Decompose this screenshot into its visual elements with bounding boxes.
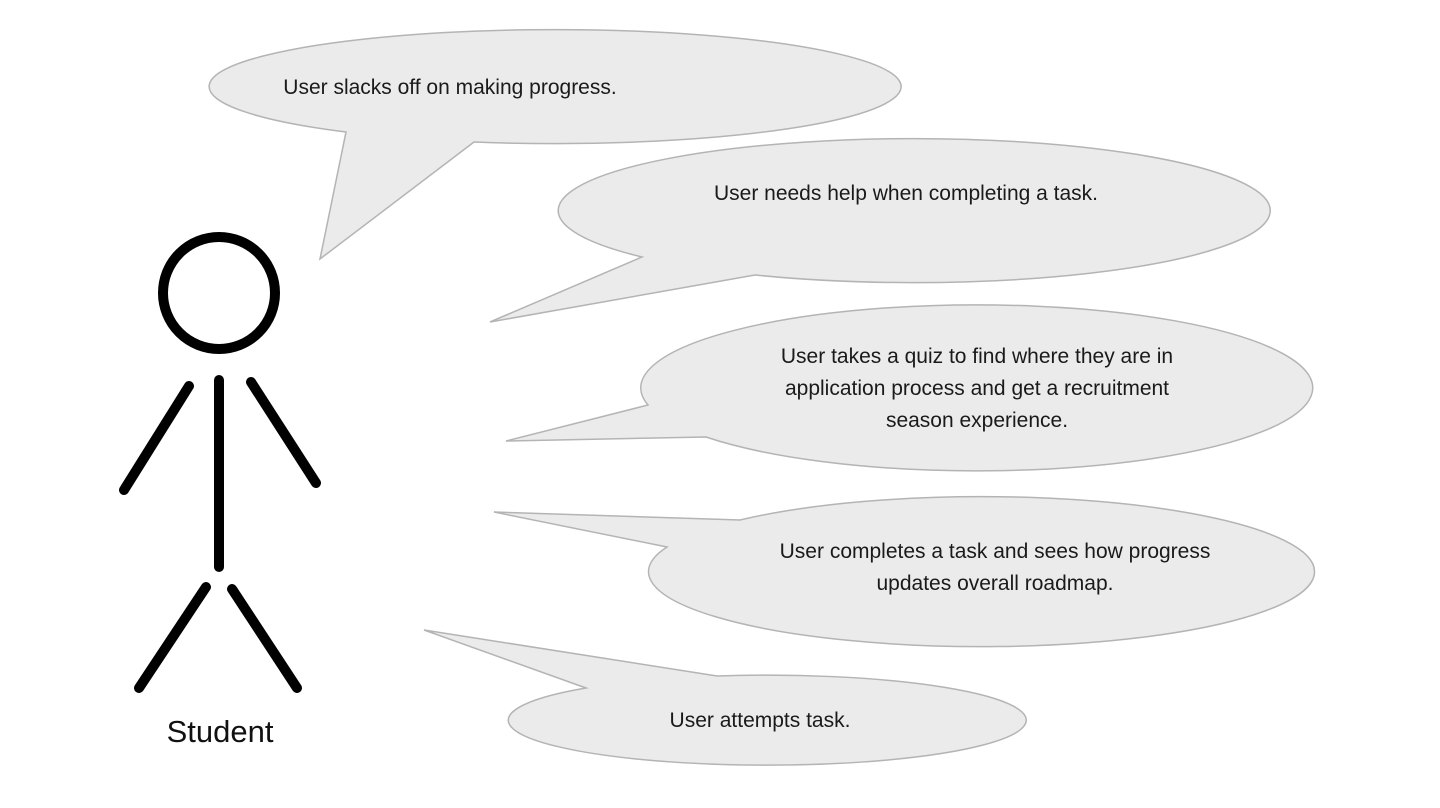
speech-bubble-needs-help bbox=[489, 137, 1271, 323]
bubble-text-attempts-task: User attempts task. bbox=[669, 709, 851, 732]
actor-left-leg bbox=[134, 582, 211, 693]
actor-label: Student bbox=[166, 714, 274, 749]
actor-stick-figure bbox=[119, 232, 321, 693]
actor-right-arm bbox=[246, 377, 321, 488]
actor-right-leg bbox=[227, 584, 302, 693]
bubble-text-needs-help: User needs help when completing a task. bbox=[713, 182, 1099, 205]
bubble-text-slacks-off: User slacks off on making progress. bbox=[283, 76, 617, 99]
bubble-text-takes-quiz: User takes a quiz to find where they are… bbox=[780, 345, 1174, 432]
actor-left-arm bbox=[119, 381, 194, 495]
speech-bubble-slacks-off bbox=[208, 28, 902, 261]
actor-head bbox=[158, 232, 280, 354]
speech-bubble-attempts-task bbox=[423, 629, 1027, 766]
speech-bubble-takes-quiz bbox=[505, 304, 1314, 472]
speech-bubble-completes-task bbox=[493, 495, 1316, 648]
bubble-text-completes-task: User completes a task and sees how progr… bbox=[779, 540, 1211, 595]
